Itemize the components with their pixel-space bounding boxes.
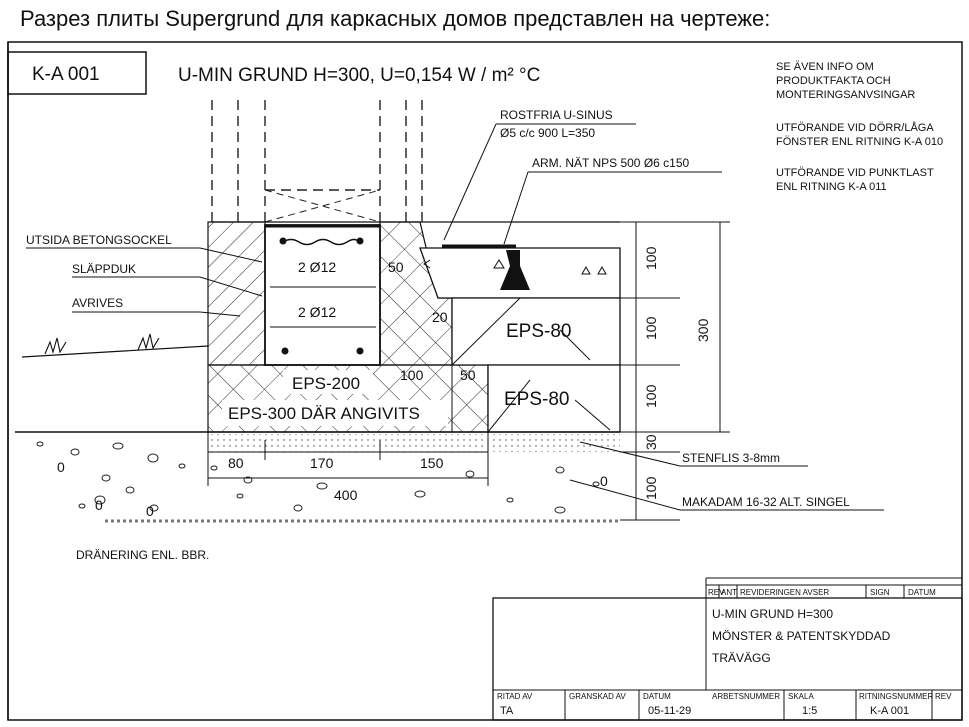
rebar-label-bottom: 2 Ø12: [298, 304, 336, 320]
leader-arm: [503, 171, 529, 245]
grass-icon: [137, 333, 160, 351]
label-eps200: EPS-200: [292, 374, 360, 393]
rev-header: SIGN: [870, 588, 890, 597]
note-line: ENL RITNING K-A 011: [776, 181, 887, 193]
leader-makadam: [569, 479, 681, 511]
tb-datum-label: DATUM: [643, 692, 671, 701]
rebar-dot: [279, 237, 287, 245]
bottom-dimension-lines: [207, 432, 489, 486]
label-rostfria-spec: Ø5 c/c 900 L=350: [500, 126, 595, 140]
dim-400: 400: [334, 487, 358, 503]
rebar-dot: [356, 237, 364, 245]
dim-100-r2: 100: [643, 316, 659, 340]
dim-100a: 100: [400, 367, 424, 383]
label-dranering: DRÄNERING ENL. BBR.: [76, 548, 209, 562]
dim-50a: 50: [388, 259, 404, 275]
label-utsida: UTSIDA BETONGSOCKEL: [26, 233, 172, 247]
leader-stenflis: [579, 441, 681, 467]
label-arm: ARM. NÄT NPS 500 Ø6 c150: [532, 156, 690, 170]
dim-100-r4: 100: [643, 476, 659, 500]
rebar-label-top: 2 Ø12: [298, 259, 336, 275]
label-stenflis: STENFLIS 3-8mm: [682, 451, 780, 465]
dim-20: 20: [432, 309, 448, 325]
tb-ritad-label: RITAD AV: [497, 692, 533, 701]
eps80-diagonals: [451, 297, 611, 433]
drawing-code-box: [7, 51, 147, 95]
grass-icon: [44, 337, 67, 355]
tb-desc-3: TRÄVÄGG: [712, 651, 771, 665]
tb-desc-2: MÖNSTER & PATENTSKYDDAD: [712, 629, 891, 643]
note-line: PRODUKTFAKTA OCH: [776, 75, 891, 87]
drawing-title: U-MIN GRUND H=300, U=0,154 W / m² °C: [178, 65, 540, 86]
dim-30: 30: [643, 434, 659, 450]
wall-outline: [211, 100, 423, 222]
tb-skala-value: 1:5: [802, 705, 817, 717]
label-rostfria: ROSTFRIA U-SINUS: [500, 108, 613, 122]
drawing-code: K-A 001: [32, 64, 100, 85]
leader-rostfria: [443, 123, 497, 241]
dim-170: 170: [310, 455, 334, 471]
tb-rev-label: REV: [935, 692, 952, 701]
note-line: UTFÖRANDE VID PUNKTLAST: [776, 167, 934, 179]
page-caption: Разрез плиты Supergrund для каркасных до…: [20, 6, 771, 31]
label-eps300: EPS-300 DÄR ANGIVITS: [228, 404, 420, 423]
right-dimension-lines: [620, 221, 730, 521]
dim-50b: 50: [460, 367, 476, 383]
tb-ritnr-value: K-A 001: [870, 705, 909, 717]
tb-ritnr-label: RITNINGSNUMMER: [859, 692, 933, 701]
aggregate-marks: [423, 259, 607, 275]
note-line: FÖNSTER ENL RITNING K-A 010: [776, 136, 943, 148]
tb-skala-label: SKALA: [788, 692, 814, 701]
label-makadam: MAKADAM 16-32 ALT. SINGEL: [682, 495, 850, 509]
label-eps80-upper: EPS-80: [506, 321, 571, 342]
tb-datum-value: 05-11-29: [648, 705, 691, 717]
u-sinus-rebar: [282, 238, 360, 246]
note-line: SE ÄVEN INFO OM: [776, 61, 874, 73]
note-line: MONTERINGSANVSINGAR: [776, 89, 915, 101]
note-line: UTFÖRANDE VID DÖRR/LÅGA: [776, 121, 934, 134]
notes: SE ÄVEN INFO OM PRODUKTFAKTA OCH MONTERI…: [776, 61, 943, 193]
stenflis-layer: [208, 434, 620, 452]
label-slappduk: SLÄPPDUK: [72, 262, 136, 276]
stone-glyph: 0: [57, 459, 65, 475]
stone-glyph: 0: [600, 473, 608, 489]
dim-100-r3: 100: [643, 384, 659, 408]
concrete-socket: [207, 221, 266, 366]
tb-ritad-value: TA: [500, 705, 514, 717]
makadam-stones: [36, 441, 600, 514]
rev-header: REV: [708, 588, 725, 597]
title-block: REV ANT REVIDERINGEN AVSER SIGN DATUM U-…: [492, 577, 963, 721]
stone-glyph: 0: [146, 503, 154, 519]
tb-arbets-label: ARBETSNUMMER: [712, 692, 780, 701]
rev-header: ANT: [721, 588, 737, 597]
tb-desc-1: U-MIN GRUND H=300: [712, 607, 833, 621]
edge-beam: [264, 224, 381, 366]
rebar-chair: [500, 250, 530, 290]
tb-granskad-label: GRANSKAD AV: [569, 692, 626, 701]
rev-header: DATUM: [908, 588, 936, 597]
wall-bracing: [264, 189, 381, 223]
dim-80: 80: [228, 455, 244, 471]
rebar-dot: [356, 347, 364, 355]
dim-150: 150: [420, 455, 444, 471]
label-eps80-lower: EPS-80: [504, 389, 569, 410]
stone-glyph: 0: [95, 497, 103, 513]
dim-300: 300: [695, 318, 711, 342]
dim-100-r1: 100: [643, 246, 659, 270]
rebar-dot: [281, 347, 289, 355]
label-avrives: AVRIVES: [72, 296, 123, 310]
terrain-line: [21, 345, 209, 358]
rev-header: REVIDERINGEN AVSER: [740, 588, 829, 597]
